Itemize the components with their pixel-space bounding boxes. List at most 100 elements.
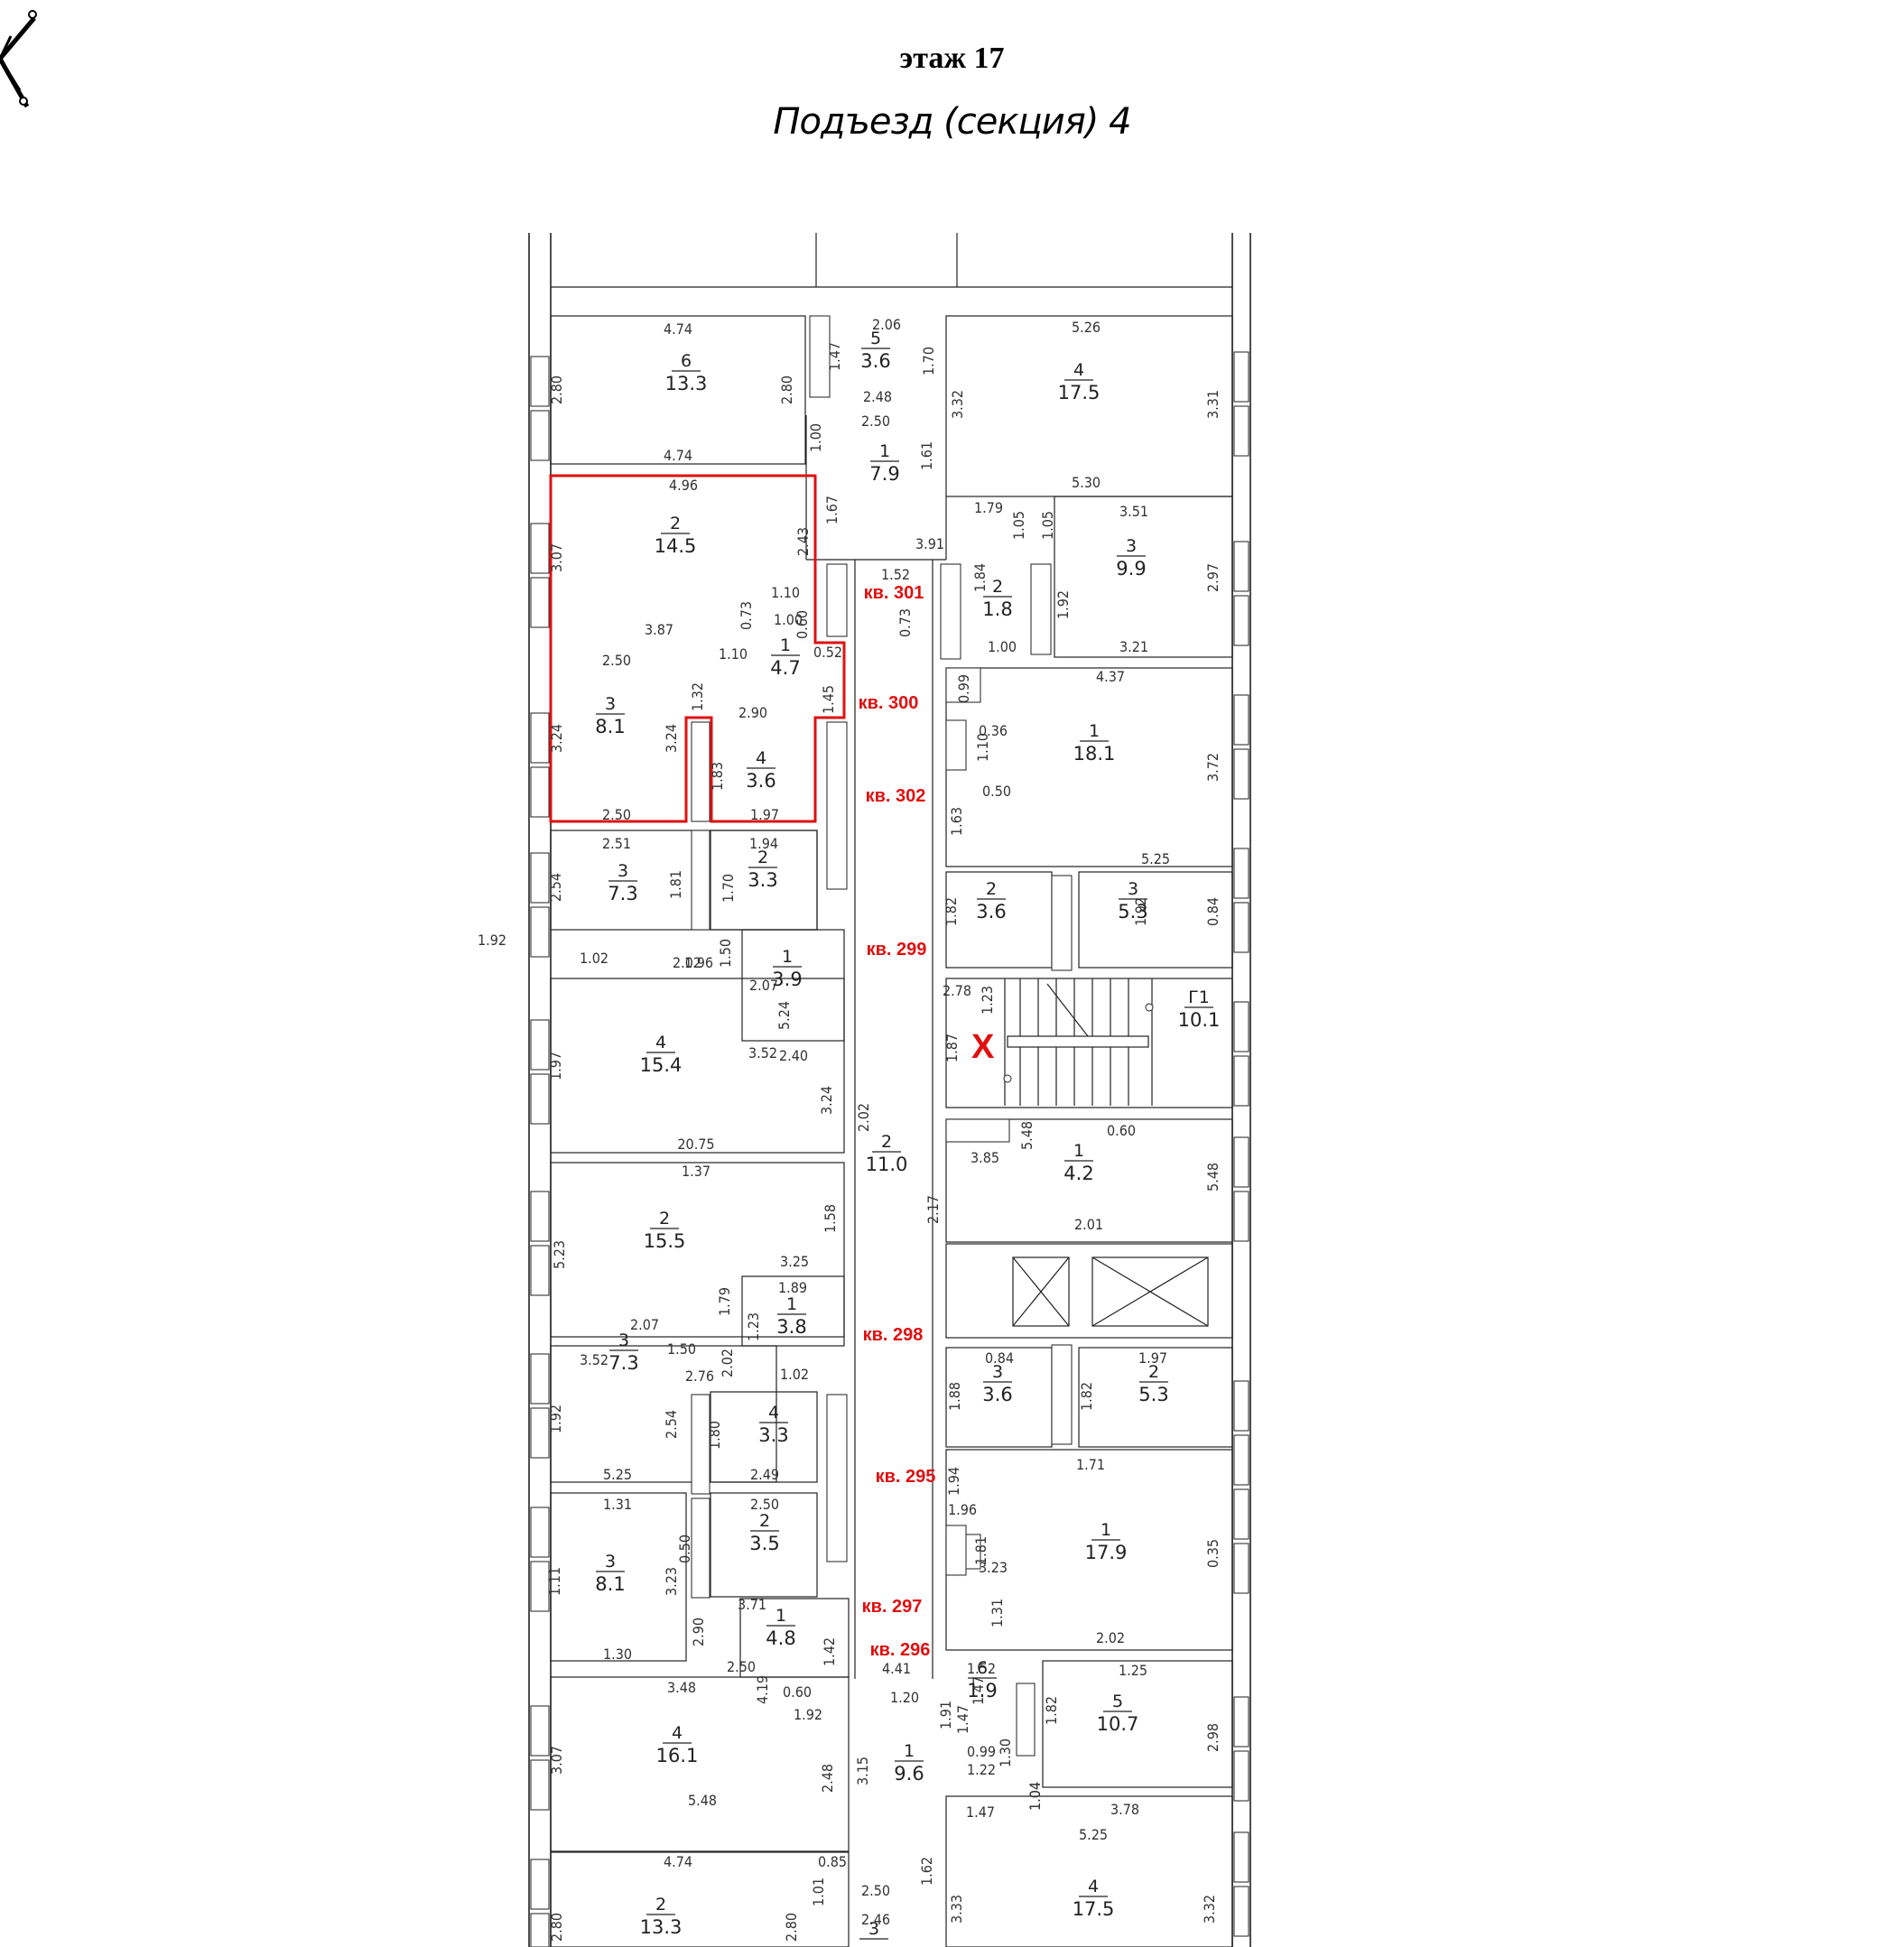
room-number: 1 xyxy=(1101,1520,1111,1540)
room-number: 3 xyxy=(605,1552,616,1572)
room-number: 6 xyxy=(977,1658,988,1678)
dimension-label: 1.97 xyxy=(750,806,779,823)
dimension-label: 1.84 xyxy=(971,563,989,592)
room-label: 3 xyxy=(859,1919,888,1940)
dimension-label: 0.60 xyxy=(1107,1122,1136,1139)
room-area: 3.3 xyxy=(748,869,777,891)
dimension-label: 1.61 xyxy=(918,441,935,470)
dimension-label: 1.52 xyxy=(881,566,910,583)
dimension-label: 3.07 xyxy=(548,1746,565,1775)
dimension-label: 3.23 xyxy=(979,1559,1008,1576)
dimension-label: 3.91 xyxy=(915,535,944,552)
dimension-label: 0.99 xyxy=(967,1743,996,1760)
dimension-label: 1.52 xyxy=(967,1660,996,1677)
dimension-label: 1.01 xyxy=(810,1877,827,1906)
dimension-label: 1.97 xyxy=(1138,1349,1167,1367)
dimension-label: 1.62 xyxy=(918,1857,935,1886)
apartment-label: кв. 295 xyxy=(876,1467,936,1487)
room-number: 6 xyxy=(681,351,692,371)
dimension-label: 3.21 xyxy=(1119,638,1148,655)
dimension-label: 1.70 xyxy=(920,347,937,375)
room-number: 1 xyxy=(904,1741,915,1761)
room-area: 3.6 xyxy=(746,770,776,792)
dimension-label: 2.90 xyxy=(690,1618,707,1646)
dimension-label: 2.90 xyxy=(738,704,767,721)
dimension-label: 1.31 xyxy=(989,1599,1006,1627)
dimension-label: 1.10 xyxy=(974,733,991,762)
dimension-label: 1.81 xyxy=(667,870,684,899)
dimension-label: 2.54 xyxy=(547,873,564,902)
room-area: 3.5 xyxy=(749,1533,779,1554)
dimension-label: 1.23 xyxy=(979,986,996,1015)
room-label: 118.1 xyxy=(1073,721,1116,765)
room-number: 3 xyxy=(605,694,616,714)
room-number: 1 xyxy=(776,1606,786,1626)
dimension-label: 2.76 xyxy=(685,1368,714,1385)
dimension-label: 0.60 xyxy=(783,1683,812,1701)
room-number: 4 xyxy=(756,748,766,768)
dimension-label: 4.41 xyxy=(882,1660,911,1677)
dimension-label: 2.80 xyxy=(548,375,565,404)
apartment-label: кв. 298 xyxy=(863,1325,924,1345)
dimension-label: 1.81 xyxy=(972,1536,989,1565)
lift-shafts xyxy=(1012,1256,1209,1327)
room-area: 1.8 xyxy=(982,598,1012,620)
dimension-label: 3.23 xyxy=(663,1567,680,1596)
dimension-label: 1.04 xyxy=(1026,1782,1044,1811)
dimension-label: 3.52 xyxy=(748,1044,777,1062)
room-number: 3 xyxy=(1128,879,1138,899)
room-label: 417.5 xyxy=(1073,1877,1115,1920)
room-label: 510.7 xyxy=(1097,1692,1139,1735)
room-label: 211.0 xyxy=(866,1132,908,1175)
dimension-label: 2.54 xyxy=(663,1410,680,1439)
dimension-label: 3.15 xyxy=(854,1757,871,1785)
dimension-label: 0.60 xyxy=(794,610,811,639)
dimension-label: 2.17 xyxy=(924,1195,942,1224)
dimension-label: 2.50 xyxy=(861,1882,890,1899)
windows xyxy=(530,351,1249,1947)
room-number: 2 xyxy=(659,1209,670,1228)
room-walls xyxy=(550,315,1233,1947)
room-number: 4 xyxy=(1088,1877,1099,1896)
dimension-label: 3.24 xyxy=(818,1086,835,1115)
dimension-label: 2.49 xyxy=(750,1466,779,1483)
apartment-label: кв. 301 xyxy=(864,583,924,603)
room-label: 23.3 xyxy=(748,848,777,891)
dimension-label: 1.05 xyxy=(1039,511,1056,540)
room-number: 1 xyxy=(780,635,791,655)
room-number: 5 xyxy=(870,329,881,348)
dimension-label: 2.98 xyxy=(1204,1723,1221,1752)
dimension-label: 3.07 xyxy=(548,543,565,572)
dimension-label: 1.50 xyxy=(667,1340,696,1358)
room-label: 19.6 xyxy=(894,1741,924,1785)
dimension-label: 3.51 xyxy=(1119,503,1148,520)
room-label: 33.6 xyxy=(982,1362,1012,1405)
dimension-label: 1.94 xyxy=(749,835,778,852)
dimension-label: 0.73 xyxy=(896,608,914,637)
room-area: 13.3 xyxy=(640,1916,683,1938)
dimension-label: 1.70 xyxy=(720,874,737,903)
room-label: 61.9 xyxy=(967,1658,997,1701)
dimension-label: 2.48 xyxy=(819,1764,836,1793)
room-area: 11.0 xyxy=(866,1154,908,1175)
room-area: 7.9 xyxy=(869,463,899,485)
room-area: 9.9 xyxy=(1116,558,1146,579)
dimension-label: 1.82 xyxy=(1078,1382,1095,1411)
marker-x: X xyxy=(971,1028,995,1066)
dimension-label: 1.02 xyxy=(580,950,608,967)
dimension-label: 1.67 xyxy=(823,496,841,524)
room-number: 2 xyxy=(759,1511,770,1531)
room-label: 215.5 xyxy=(644,1209,686,1252)
dimension-label: 3.52 xyxy=(580,1351,608,1368)
dimension-label: 3.48 xyxy=(667,1679,696,1696)
room-number: 2 xyxy=(986,879,997,899)
dimension-label: 5.23 xyxy=(551,1240,568,1269)
dimension-label: 1.25 xyxy=(1119,1662,1147,1679)
room-number: 2 xyxy=(655,1895,666,1915)
room-label: 13.9 xyxy=(772,947,802,990)
room-number: 1 xyxy=(879,441,890,461)
dimension-label: 2.07 xyxy=(749,977,778,994)
room-area: 3.6 xyxy=(982,1384,1012,1405)
